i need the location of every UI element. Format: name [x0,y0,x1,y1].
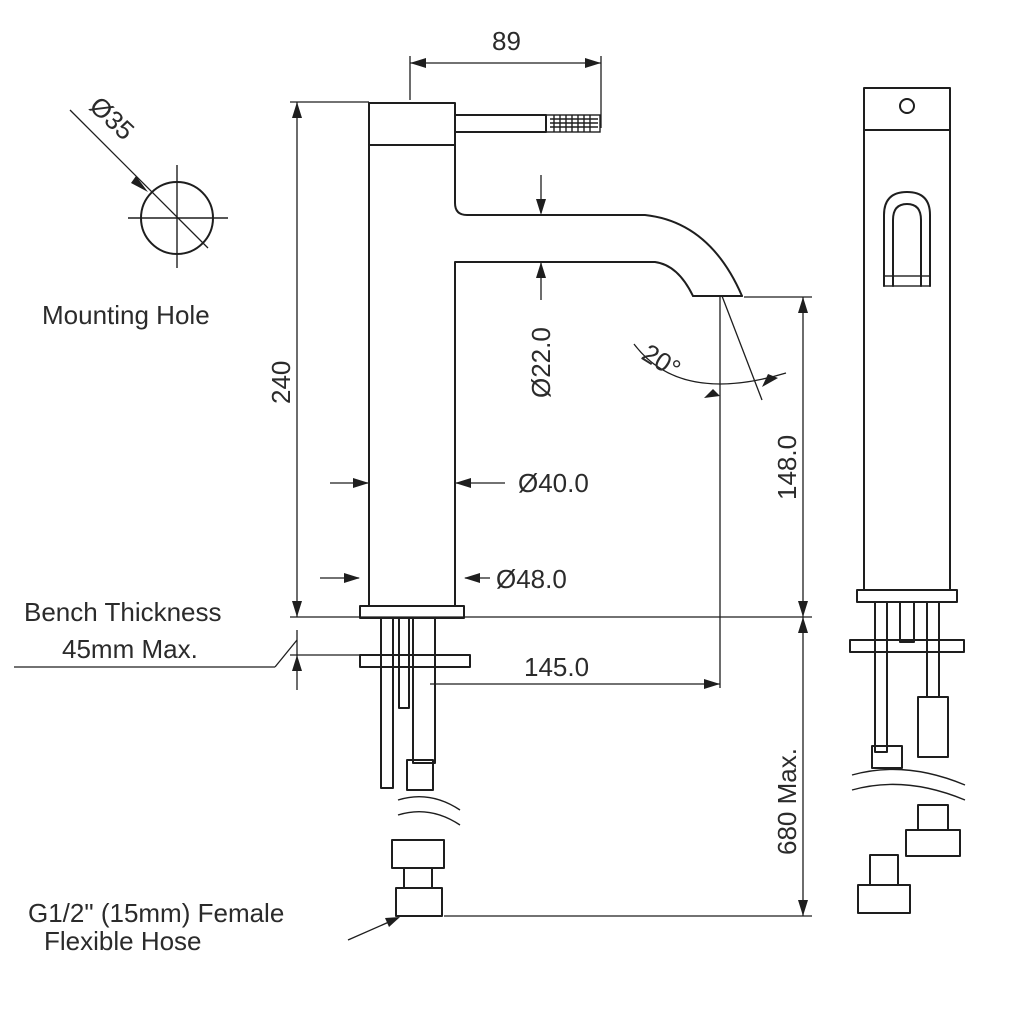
side-nut-right [917,696,949,758]
dim-40-label: Ø40.0 [518,468,589,498]
threaded-rod [398,617,410,709]
dimensions: 89 240 Bench Thickness 45mm Max. Ø22.0 2… [14,26,812,956]
side-handle-cap [863,87,951,131]
hose-label-line1: G1/2" (15mm) Female [28,898,284,928]
side-ferrule-right [917,804,949,831]
side-washer [849,639,965,653]
side-handle-hole [899,98,915,114]
side-break-line-1 [851,768,966,786]
dim-22-arrow-top [536,199,546,215]
mounting-dia-label: Ø35 [84,90,140,145]
mounting-hole-label: Mounting Hole [42,300,210,330]
hose-ferrule [403,867,433,889]
side-fitting-right [905,829,961,857]
dim-22-label: Ø22.0 [526,327,556,398]
handle-cap [368,102,456,146]
angle-arrow-right [762,374,778,387]
dim-48-arrow-left [344,573,360,583]
bench-thickness-label: Bench Thickness [24,597,222,627]
hose-female-nut [395,887,443,917]
hose-break-line-1 [397,795,461,811]
dim-40-arrow-right [455,478,471,488]
bench-leader-diag [274,639,298,668]
dim-22-arrow-bottom [536,262,546,278]
handle-lever [454,114,547,133]
dim-bench-arrow [292,655,302,671]
dim-89-arrow-right [585,58,601,68]
side-hose-left [874,601,888,753]
backnut-washer [359,654,471,668]
side-ferrule-left [869,854,899,886]
dim-680-label: 680 Max. [772,748,802,855]
hose-right [412,617,436,764]
dim-48-label: Ø48.0 [496,564,567,594]
tap-front-view [290,102,812,917]
angle-arrow-left [704,389,720,398]
grip-knurling [550,115,598,132]
hose-fitting-mid [391,839,445,869]
side-base [856,589,958,603]
mounting-hole-detail: Ø35 Mounting Hole [42,90,228,330]
dim-148-arrow-bottom [798,601,808,617]
dim-240-label: 240 [266,361,296,404]
side-hose-right [926,601,940,698]
dim-680-arrow-bottom [798,900,808,916]
side-break-line-2 [851,783,966,801]
side-fitting-left [857,884,911,914]
angle-ray [721,295,763,401]
dim-148-arrow-top [798,297,808,313]
side-nut-left [871,745,903,769]
tap-base [359,605,465,619]
dim-240-arrow-top [292,102,302,118]
dim-89-arrow-left [410,58,426,68]
spout-bottom-edge [454,261,694,607]
hose-left [380,617,394,789]
dim-40-arrow-left [353,478,369,488]
side-aerator [883,275,931,287]
hose-label-line2: Flexible Hose [44,926,202,956]
dim-145-arrow [704,679,720,689]
dim-680-arrow-top [798,617,808,633]
dim-48-arrow-right [464,573,480,583]
side-spout-inner [892,203,922,287]
mounting-dia-leader [69,109,209,249]
angle-arc [633,343,787,385]
mounting-dia-arrow [131,176,148,192]
spout-top-edge [454,144,743,297]
hose-break-line-2 [397,810,461,826]
side-rod [899,601,915,643]
dim-89-label: 89 [492,26,521,56]
hose-nut-upper [406,759,434,791]
hose-leader-arrow [385,917,400,927]
dim-240-arrow-bottom [292,601,302,617]
side-spout-outer [883,191,931,287]
handle-grip [545,114,601,133]
dim-148-label: 148.0 [772,435,802,500]
side-body [863,129,951,591]
tap-side-view [849,87,966,914]
dim-145-label: 145.0 [524,652,589,682]
bench-max-label: 45mm Max. [62,634,198,664]
